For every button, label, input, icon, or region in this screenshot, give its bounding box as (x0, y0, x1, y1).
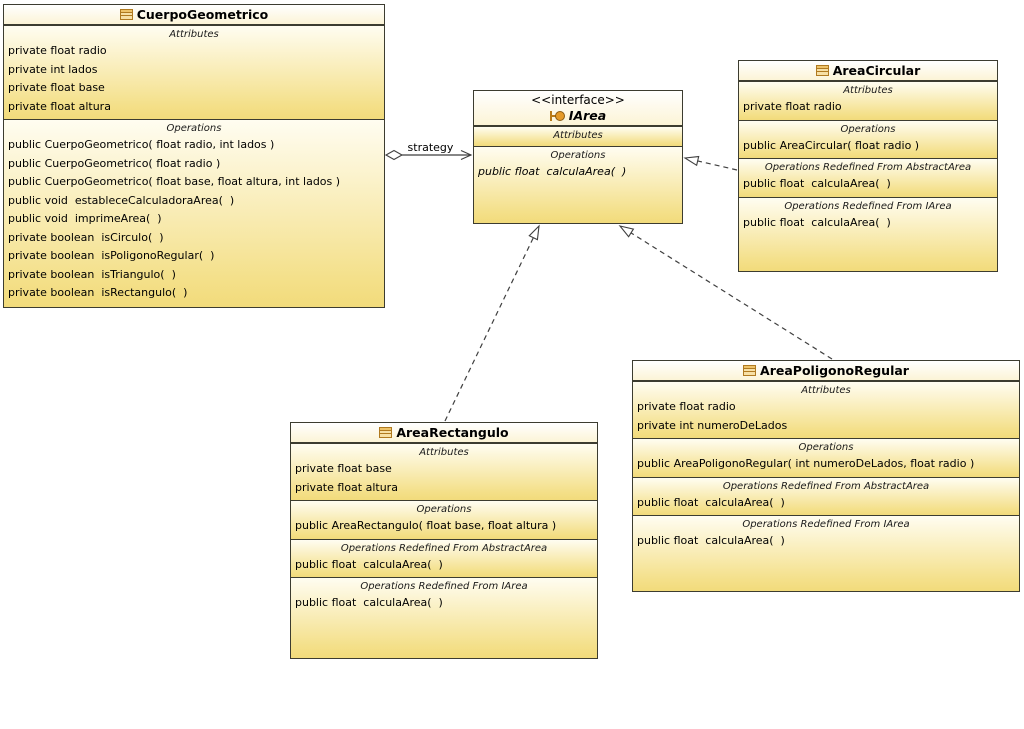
compartment-header: Operations Redefined From AbstractArea (722, 480, 930, 492)
class-icon (743, 365, 757, 376)
member-row: public CuerpoGeometrico( float radio, in… (8, 138, 275, 151)
hollow-triangle-arrowhead (618, 225, 635, 238)
class-name: AreaPoligonoRegular (760, 363, 909, 378)
member-row: private float radio (743, 100, 842, 113)
member-row: private boolean isRectangulo( ) (8, 286, 188, 299)
member-row: private boolean isPoligonoRegular( ) (8, 249, 215, 262)
member-row: private float radio (8, 44, 107, 57)
compartment: Operations Redefined From AbstractArea pu… (739, 158, 997, 197)
compartment-header: Attributes (801, 385, 851, 396)
member-row: private boolean isTriangulo( ) (8, 267, 176, 281)
member-row: public CuerpoGeometrico( float radio ) (8, 156, 221, 170)
class-title-bar: AreaRectangulo (291, 423, 597, 444)
compartment-header: Attributes (419, 447, 469, 458)
member-row: private float altura (295, 480, 398, 494)
compartment: Operations public AreaPoligonoRegular( in… (633, 438, 1019, 477)
compartment: Attributes private float radio private int… (633, 382, 1019, 438)
compartment: Operations Redefined From IArea public fl… (291, 577, 597, 658)
member-row: public float calculaArea( ) (295, 596, 443, 609)
member-row: public float calculaArea( ) (478, 165, 627, 178)
class-title-bar: <<interface>>IArea (474, 91, 682, 127)
member-row: public float calculaArea( ) (637, 495, 785, 509)
member-row: public void imprimeArea( ) (8, 212, 162, 225)
compartment: Attributes private float base private floa… (291, 444, 597, 500)
compartment: Operations Redefined From AbstractArea pu… (291, 538, 597, 577)
member-row: public float calculaArea( ) (743, 215, 891, 229)
member-row: public CuerpoGeometrico( float base, flo… (8, 175, 341, 188)
connector-realize-area-poligono-regular[interactable] (618, 225, 833, 360)
compartment-header: Attributes (169, 29, 219, 40)
class-icon (815, 65, 829, 76)
compartment-header: Operations (550, 150, 606, 161)
member-row: public AreaCircular( float radio ) (743, 138, 920, 152)
class-name: CuerpoGeometrico (136, 7, 269, 22)
connector-realize-area-rectangulo[interactable] (444, 224, 540, 422)
compartment-header: Operations (840, 123, 896, 135)
class-title-bar: AreaPoligonoRegular (633, 361, 1019, 382)
member-row: private int lados (8, 62, 98, 76)
compartment-header: Operations (416, 504, 472, 515)
member-row: public AreaRectangulo( float base, float… (295, 519, 557, 532)
connector-label: strategy (408, 141, 454, 154)
interface-icon (549, 110, 565, 121)
compartment-header: Attributes (843, 85, 893, 96)
member-row: private int numeroDeLados (637, 418, 788, 432)
open-arrowhead (460, 149, 473, 161)
compartment-header: Operations Redefined From AbstractArea (764, 162, 972, 173)
class-title-bar: CuerpoGeometrico (4, 5, 384, 26)
compartment-header: Attributes (553, 130, 603, 141)
compartment: Operations Redefined From AbstractArea pu… (633, 476, 1019, 515)
compartment: Operations Redefined From IArea public fl… (633, 515, 1019, 591)
class-name: AreaRectangulo (396, 425, 509, 440)
compartment: Operations Redefined From IArea public fl… (739, 196, 997, 271)
member-row: private float radio (637, 400, 736, 413)
member-row: public void estableceCalculadoraArea( ) (8, 193, 235, 207)
hollow-triangle-arrowhead (528, 224, 540, 241)
member-row: private float base (295, 462, 392, 475)
compartment-header: Operations (798, 442, 854, 453)
member-row: private float base (8, 81, 105, 94)
compartment-header: Operations Redefined From AbstractArea (340, 542, 548, 554)
member-row: private float altura (8, 99, 111, 113)
compartment-header: Operations Redefined From IArea (784, 200, 952, 212)
class-icon (119, 9, 133, 20)
compartment-header: Operations Redefined From IArea (742, 519, 910, 530)
class-title-bar: AreaCircular (739, 61, 997, 82)
compartment: Operations public AreaCircular( float rad… (739, 119, 997, 158)
class-icon (379, 427, 393, 438)
compartment-header: Operations (166, 123, 222, 134)
compartment: Attributes private float radio private int… (4, 26, 384, 119)
compartment: Operations public CuerpoGeometrico( float… (4, 119, 384, 307)
hollow-triangle-arrowhead (683, 155, 700, 167)
member-row: public AreaPoligonoRegular( int numeroDe… (637, 457, 975, 470)
compartment: Operations public AreaRectangulo( float b… (291, 500, 597, 539)
member-row: public float calculaArea( ) (743, 177, 891, 190)
member-row: private boolean isCirculo( ) (8, 230, 164, 244)
member-row: public float calculaArea( ) (637, 534, 785, 547)
compartment: Attributes (474, 127, 682, 146)
class-name: IArea (568, 108, 607, 123)
class-name: AreaCircular (832, 63, 921, 78)
stereotype-label: <<interface>> (531, 93, 625, 107)
member-row: public float calculaArea( ) (295, 557, 443, 571)
compartment-header: Operations Redefined From IArea (360, 581, 528, 592)
connector-realize-area-circular[interactable] (683, 155, 738, 171)
connector-strategy[interactable]: strategy (384, 141, 473, 161)
compartment: Operations public float calculaArea( ) (474, 146, 682, 223)
